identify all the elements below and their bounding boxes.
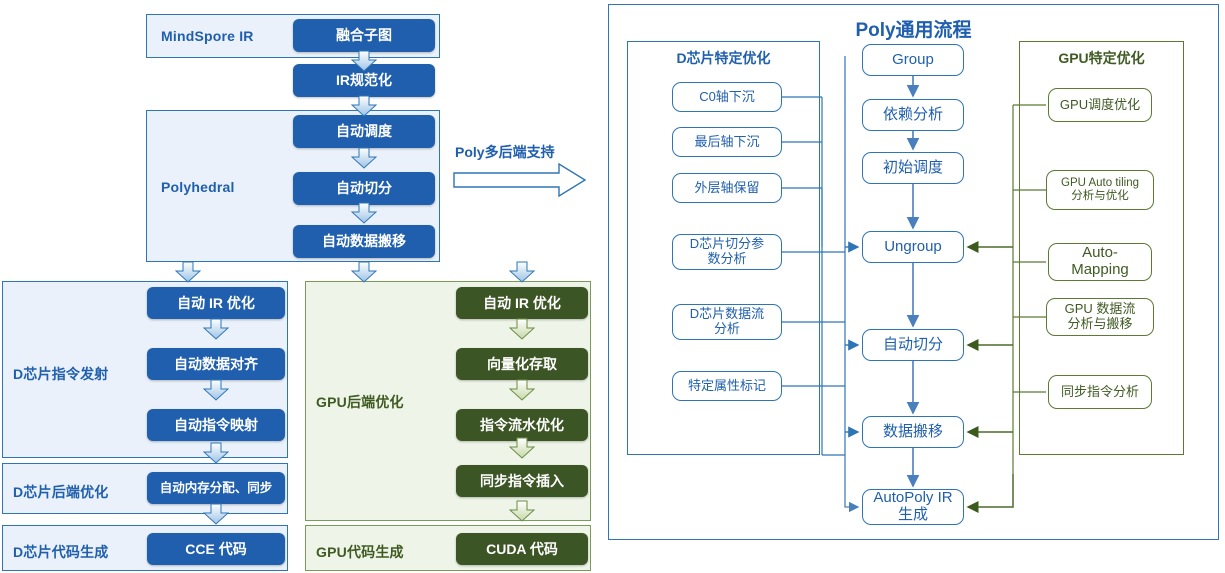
center-item-auto-tiling[interactable]: 自动切分 — [862, 329, 964, 361]
poly-flow-title: Poly通用流程 — [855, 20, 972, 41]
gpu-item-schedule-opt[interactable]: GPU调度优化 — [1048, 88, 1152, 122]
step-g-sync-insert[interactable]: 同步指令插入 — [456, 465, 588, 497]
center-item-ungroup[interactable]: Ungroup — [862, 231, 964, 263]
flow-arrow-down — [509, 379, 535, 401]
d-item-tiling-param-analysis[interactable]: D芯片切分参 数分析 — [672, 234, 782, 270]
flow-arrow-down — [351, 202, 377, 224]
bridge-arrow-icon — [453, 162, 587, 198]
flow-arrow-down — [351, 261, 377, 283]
group-label-mindspore-ir: MindSpore IR — [161, 28, 254, 44]
step-d-auto-inst-map[interactable]: 自动指令映射 — [147, 409, 285, 441]
flow-arrow-down — [509, 437, 535, 459]
step-d-auto-ir-opt[interactable]: 自动 IR 优化 — [147, 287, 285, 319]
flow-arrow-down — [509, 500, 535, 522]
gpu-item-auto-tiling[interactable]: GPU Auto tiling 分析与优化 — [1046, 170, 1154, 210]
d-item-outer-axis-keep[interactable]: 外层轴保留 — [672, 173, 782, 203]
center-item-initial-schedule[interactable]: 初始调度 — [862, 152, 964, 184]
step-auto-schedule[interactable]: 自动调度 — [293, 115, 435, 148]
group-label-dchip-codegen: D芯片代码生成 — [13, 544, 109, 560]
gpu-specific-title: GPU特定优化 — [1058, 50, 1145, 66]
step-cuda-code[interactable]: CUDA 代码 — [456, 533, 588, 565]
flow-arrow-down — [351, 147, 377, 169]
flow-arrow-down — [351, 95, 377, 117]
center-item-autopoly-ir-gen[interactable]: AutoPoly IR 生成 — [862, 489, 964, 525]
step-g-vectorize[interactable]: 向量化存取 — [456, 348, 588, 380]
step-d-mem-alloc-sync[interactable]: 自动内存分配、同步 — [147, 472, 285, 504]
d-item-last-axis-sink[interactable]: 最后轴下沉 — [672, 127, 782, 157]
d-chip-specific-title: D芯片特定优化 — [676, 50, 771, 66]
flow-arrow-down — [203, 503, 229, 525]
gpu-item-dataflow[interactable]: GPU 数据流 分析与搬移 — [1046, 298, 1154, 336]
flow-arrow-down — [203, 379, 229, 401]
flow-arrow-down — [509, 261, 535, 283]
d-item-c0-axis-sink[interactable]: C0轴下沉 — [672, 82, 782, 112]
step-g-auto-ir-opt[interactable]: 自动 IR 优化 — [456, 287, 588, 319]
flow-arrow-down — [509, 318, 535, 340]
step-fuse-subgraph[interactable]: 融合子图 — [293, 19, 435, 52]
center-item-data-move[interactable]: 数据搬移 — [862, 416, 964, 448]
step-g-pipeline-opt[interactable]: 指令流水优化 — [456, 409, 588, 441]
flow-arrow-down — [203, 442, 229, 464]
step-d-auto-data-align[interactable]: 自动数据对齐 — [147, 348, 285, 380]
flow-arrow-down — [351, 50, 377, 72]
flow-arrow-down — [203, 318, 229, 340]
gpu-item-auto-mapping[interactable]: Auto- Mapping — [1048, 243, 1152, 281]
d-item-dataflow-analysis[interactable]: D芯片数据流 分析 — [672, 304, 782, 340]
flow-arrow-down — [175, 261, 201, 283]
group-label-gpu-backend: GPU后端优化 — [316, 394, 404, 410]
group-label-dchip-backend: D芯片后端优化 — [13, 484, 109, 500]
gpu-item-sync-inst-analysis[interactable]: 同步指令分析 — [1048, 375, 1152, 409]
step-auto-data-move[interactable]: 自动数据搬移 — [293, 225, 435, 258]
bridge-label: Poly多后端支持 — [455, 144, 555, 160]
group-label-dchip-issue: D芯片指令发射 — [13, 366, 109, 382]
d-item-specific-attr-tag[interactable]: 特定属性标记 — [672, 371, 782, 401]
group-label-polyhedral: Polyhedral — [161, 179, 235, 195]
step-cce-code[interactable]: CCE 代码 — [147, 533, 285, 565]
center-item-group[interactable]: Group — [862, 44, 964, 76]
center-item-dependency-analysis[interactable]: 依赖分析 — [862, 99, 964, 131]
group-label-gpu-codegen: GPU代码生成 — [316, 544, 404, 560]
step-auto-tiling[interactable]: 自动切分 — [293, 172, 435, 205]
